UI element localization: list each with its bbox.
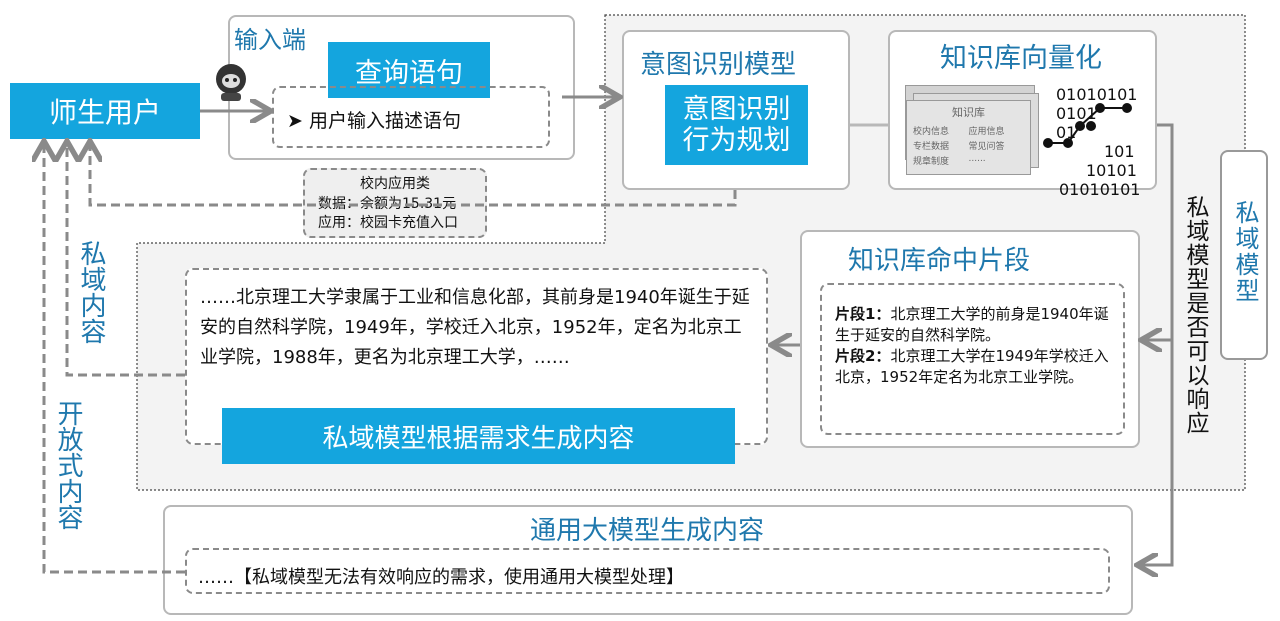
seg1-label: 片段1： <box>835 305 891 323</box>
query-label: 查询语句 <box>328 42 490 98</box>
binary-row: 01 <box>1056 123 1077 142</box>
kb-hits-panel <box>800 230 1140 448</box>
kb-doc-item: 规章制度 <box>913 157 950 167</box>
binary-row: 01010101 <box>1059 180 1141 199</box>
binary-row: 01010101 <box>1056 85 1138 104</box>
campus-app-title: 校内应用类 <box>360 176 430 192</box>
general-title: 通用大模型生成内容 <box>530 516 765 546</box>
private-content-label: 私域内容 <box>76 240 106 344</box>
kb-hits-box <box>820 283 1125 435</box>
private-output-banner: 私域模型根据需求生成内容 <box>222 408 735 464</box>
intent-line1: 意图识别 <box>682 93 791 125</box>
private-output-text: ……北京理工大学隶属于工业和信息化部，其前身是1940年诞生于延安的自然科学院，… <box>200 287 750 368</box>
seg2-text: 北京理工大学在1949年学校迁入北京，1952年定名为北京工业学院。 <box>835 347 1109 386</box>
binary-row: 0101 <box>1056 104 1097 123</box>
private-model-question: 私域模型是否可以响应 <box>1182 195 1208 435</box>
intent-body: 意图识别 行为规划 <box>665 85 808 165</box>
seg1-text: 北京理工大学的前身是1940年诞生于延安的自然科学院。 <box>835 305 1109 344</box>
private-model-label-box <box>1220 150 1268 360</box>
kb-doc-item: 专栏数据 <box>913 142 950 152</box>
intent-title: 意图识别模型 <box>640 50 797 80</box>
kb-doc-front: 知识库 校内信息 应用信息 专栏数据 常见问答 规章制度 ...... <box>906 100 1031 175</box>
robot-avatar-icon <box>214 62 248 102</box>
user-box: 师生用户 <box>10 83 200 139</box>
kb-doc-item: 校内信息 <box>913 127 950 137</box>
seg2-label: 片段2： <box>835 347 891 365</box>
kb-hits-title: 知识库命中片段 <box>848 246 1031 276</box>
kb-doc-item: 应用信息 <box>968 127 1005 137</box>
general-text: ……【私域模型无法有效响应的需求，使用通用大模型处理】 <box>198 567 684 588</box>
general-panel <box>163 505 1133 615</box>
open-content-label: 开放式内容 <box>50 400 87 530</box>
private-model-label: 私域模型 <box>1231 200 1259 304</box>
kb-vector-title: 知识库向量化 <box>940 43 1102 74</box>
campus-app-data: 数据：余额为15.31元 <box>318 196 457 212</box>
user-input-text: ➤ 用户输入描述语句 <box>287 110 461 132</box>
binary-row: 10101 <box>1086 161 1137 180</box>
intent-line2: 行为规划 <box>682 125 791 156</box>
binary-vector: 01010101 0101 01 101 10101 01010101 <box>1056 85 1140 199</box>
general-box <box>185 548 1110 594</box>
kb-hits-text: 片段1：北京理工大学的前身是1940年诞生于延安的自然科学院。 片段2：北京理工… <box>835 304 1117 388</box>
campus-app-app: 应用：校园卡充值入口 <box>318 215 458 231</box>
kb-doc-item: ...... <box>968 154 986 164</box>
kb-doc-title: 知识库 <box>952 106 985 119</box>
binary-row: 101 <box>1104 142 1135 161</box>
input-title: 输入端 <box>234 26 306 54</box>
kb-doc-item: 常见问答 <box>968 142 1005 152</box>
